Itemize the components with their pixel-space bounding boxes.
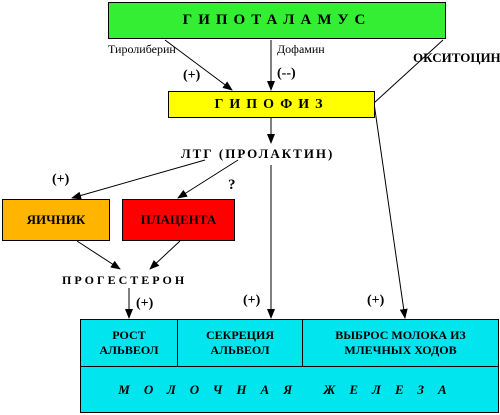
mammary-gland-text: МОЛОЧНАЯ ЖЕЛЕЗА [118, 381, 461, 397]
placenta-box: ПЛАЦЕНТА [122, 199, 235, 241]
pituitary-box: ГИПОФИЗ [168, 91, 375, 118]
plus-ovary-label: (+) [52, 172, 70, 187]
arrow-oxytocin [373, 39, 444, 319]
arrow-ltg-placenta [177, 159, 239, 199]
thyroliberin-label: Тиролиберин [108, 42, 176, 56]
alveoli-secretion-text: СЕКРЕЦИЯ АЛЬВЕОЛ [205, 328, 275, 357]
arrow-ovary-progesterone [76, 240, 121, 270]
arrow-thyroliberin [164, 39, 233, 91]
plus-ejection-label: (+) [367, 293, 385, 308]
progesterone-label: ПРОГЕСТЕРОН [62, 273, 188, 287]
arrow-ltg-ovary [71, 159, 206, 200]
ltg-prolactin-label: ЛТГ (ПРОЛАКТИН) [181, 146, 335, 161]
alveoli-growth-box: РОСТ АЛЬВЕОЛ [80, 319, 178, 367]
alveoli-growth-text: РОСТ АЛЬВЕОЛ [99, 328, 159, 357]
milk-ejection-text: ВЫБРОС МОЛОКА ИЗ МЛЕЧНЫХ ХОДОВ [335, 328, 466, 357]
plus-pituitary-label: (+) [183, 68, 201, 83]
arrow-placenta-progesterone [149, 240, 181, 270]
hypothalamus-box: ГИПОТАЛАМУС [108, 2, 446, 39]
mammary-gland-box: МОЛОЧНАЯ ЖЕЛЕЗА [80, 366, 499, 413]
plus-secretion-label: (+) [243, 293, 261, 308]
minus-dopamine-label: (--) [277, 66, 296, 81]
placenta-question-label: ? [228, 177, 236, 193]
milk-ejection-box: ВЫБРОС МОЛОКА ИЗ МЛЕЧНЫХ ХОДОВ [302, 319, 499, 367]
ovary-box: ЯИЧНИК [2, 199, 110, 241]
alveoli-secretion-box: СЕКРЕЦИЯ АЛЬВЕОЛ [177, 319, 303, 367]
dopamine-label: Дофамин [277, 42, 325, 56]
plus-growth-label: (+) [136, 296, 154, 311]
oxytocin-label: ОКСИТОЦИН [413, 50, 500, 65]
